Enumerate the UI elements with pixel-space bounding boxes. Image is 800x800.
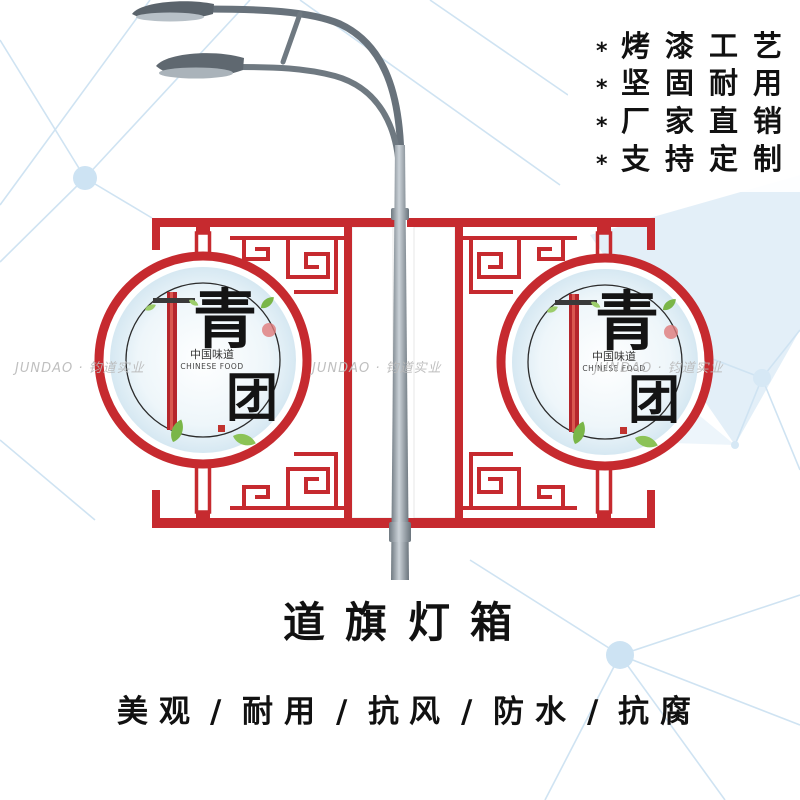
calligraphy-bottom: 团 [628,370,680,431]
lamp-pole [389,145,411,580]
chopstick-rest [555,300,597,305]
feature-item: * 支持定制 [596,142,782,177]
lamp-lens-upper [136,12,204,22]
pole-collar-top [391,208,409,220]
lamp-arm-upper [202,5,405,169]
feature-item: * 烤漆工艺 [596,29,782,64]
network-node [606,641,634,669]
chopstick-highlight [572,294,575,432]
network-line [84,0,251,179]
label-cn: 中国味道 [190,347,234,361]
feature-bullet: * [596,152,608,177]
lamp-arm-brace [280,11,303,65]
network-line [469,559,621,656]
hanger-top-link [196,227,210,233]
network-line [0,177,86,263]
feature-list: * 烤漆工艺 * 坚固耐用 * 厂家直销 * 支持定制 [568,0,800,192]
network-line [0,439,96,521]
banner-frame-left [152,218,400,528]
network-line [0,39,86,179]
watermark: JUNDAO · 钧道实业 [12,360,145,376]
feature-bullet: * [596,76,608,101]
chopstick-highlight [170,292,173,430]
hanger-bottom-link [196,512,210,518]
network-node [731,441,739,449]
watermarks: JUNDAO · 钧道实业 JUNDAO · 钧道实业 JUNDAO · 钧道实… [12,360,724,376]
network-line [619,654,726,800]
lamp-lens-lower [159,67,233,79]
network-line [761,329,800,379]
label-en: CHINESE FOOD [582,364,645,373]
decor-circle [527,284,683,440]
network-line [0,0,151,206]
red-seal-icon [620,427,627,434]
network-node [73,166,97,190]
red-seal-icon [218,425,225,432]
fingerprint-seal-icon [262,323,276,337]
feature-item: * 坚固耐用 [596,66,782,101]
frame-outer-stub-top [152,218,160,250]
watermark: JUNDAO · 钧道实业 [309,360,442,376]
network-line [619,654,800,726]
network-line [299,0,561,186]
frame-inner-bar [344,218,352,528]
banner-panel [351,226,394,519]
light-box-right: 青 中国味道 CHINESE FOOD 团 [496,253,714,471]
frame-outer-stub-bottom [152,490,160,528]
calligraphy-top: 青 [595,285,659,360]
network-line [544,654,621,800]
network-line [734,377,763,446]
product-title: 道旗灯箱 [283,598,512,647]
product-tagline: 美观/耐用/抗风/防水/抗腐 [117,694,691,730]
street-lamp [132,1,405,173]
feature-bullet: * [596,114,608,139]
light-box-left: 青 中国味道 CHINESE FOOD 团 [94,251,312,469]
calligraphy-bottom: 团 [226,368,278,429]
network-line [619,594,800,656]
network-line [429,0,569,96]
hanger-bottom [194,460,212,514]
calligraphy-top: 青 [193,283,257,358]
feature-item: * 厂家直销 [596,104,782,139]
fret-pattern-bottom [230,452,346,510]
light-box-face [110,267,296,453]
label-cn: 中国味道 [592,349,636,363]
lamp-arm-lower [235,64,402,173]
network-line [761,377,800,471]
label-en: CHINESE FOOD [180,362,243,371]
frame-bottom-bar [152,518,400,528]
chopstick-rest [153,298,195,303]
pole-collar-bottom [389,522,411,542]
network-node [753,369,771,387]
frame-top-bar [152,218,400,227]
light-box-face [512,269,698,455]
fret-lines [230,236,346,294]
decor-circle [125,282,281,438]
pole-shaft [391,145,409,580]
fret-pattern-top [230,236,346,294]
feature-box [568,0,800,192]
fingerprint-seal-icon [664,325,678,339]
watermark: JUNDAO · 钧道实业 [591,360,724,376]
network-line [84,177,153,219]
feature-bullet: * [596,39,608,64]
